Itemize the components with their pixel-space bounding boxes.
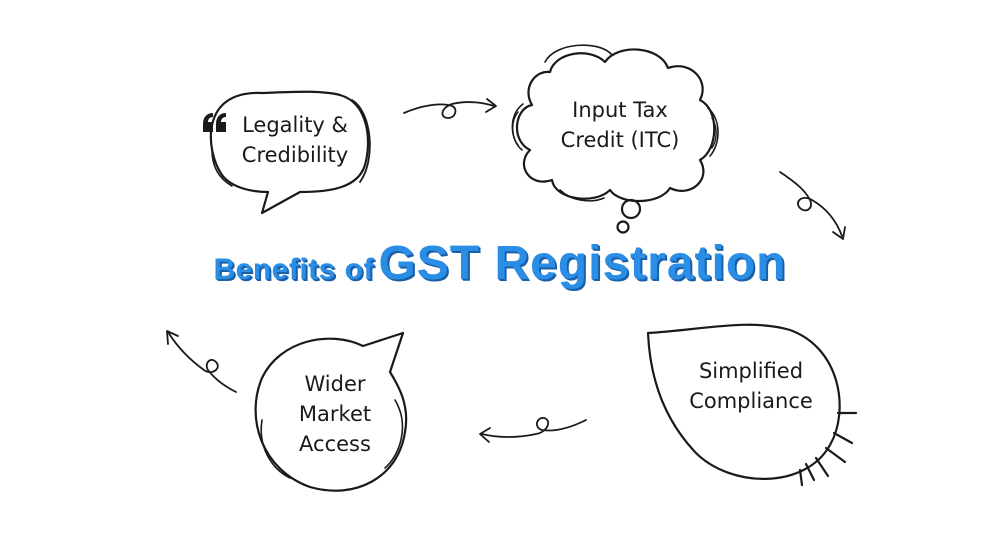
market-speech-bubble [254, 331, 408, 492]
compliance-line-2: Compliance [689, 389, 813, 413]
title-prefix: Benefits of [213, 253, 374, 286]
itc-line-2: Credit (ITC) [560, 128, 680, 152]
arrow-compliance-to-market [479, 417, 587, 443]
market-line-1: Wider [304, 372, 366, 396]
diagram-title: Benefits of GST Registration [0, 236, 1000, 291]
market-line-3: Access [299, 432, 371, 456]
itc-thought-cloud [511, 44, 719, 234]
legality-line-2: Credibility [241, 143, 349, 167]
arrow-market-to-legality [166, 330, 237, 393]
compliance-speech-bubble [646, 323, 858, 487]
itc-label: Input Tax Credit (ITC) [540, 95, 700, 155]
market-label: Wider Market Access [275, 369, 395, 459]
legality-line-1: Legality & [242, 113, 348, 137]
arrow-legality-to-itc [403, 98, 497, 119]
title-main: GST Registration [378, 237, 787, 290]
legality-label: Legality & Credibility [225, 110, 365, 170]
market-line-2: Market [298, 402, 372, 426]
arrow-itc-to-compliance [779, 171, 846, 240]
legality-speech-bubble [209, 90, 371, 215]
compliance-label: Simplified Compliance [672, 356, 830, 416]
quote-icon [203, 113, 226, 132]
itc-line-1: Input Tax [572, 98, 668, 122]
compliance-line-1: Simplified [698, 359, 804, 383]
